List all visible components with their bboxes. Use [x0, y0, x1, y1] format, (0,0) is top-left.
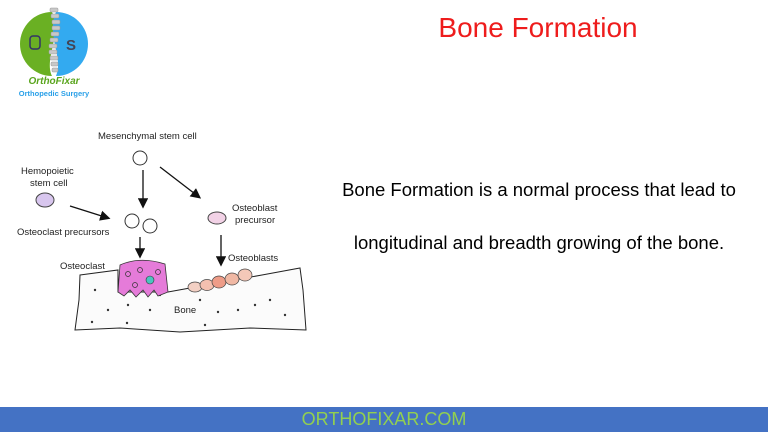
hemopoietic-cell: [35, 192, 55, 208]
footer-bar: ORTHOFIXAR.COM: [0, 407, 768, 432]
label-osteoclast-precursors: Osteoclast precursors: [17, 227, 110, 238]
label-osteoclast: Osteoclast: [60, 261, 105, 272]
logo-subtitle: Orthopedic Surgery: [18, 89, 90, 98]
logo-name: OrthoFixar: [28, 76, 80, 87]
osteoblast-precursor-cell: [207, 211, 227, 225]
label-osteoblast-precursor-1: Osteoblast: [232, 203, 278, 214]
body-text: Bone Formation is a normal process that …: [342, 179, 736, 253]
mesenchymal-cell: [132, 150, 148, 166]
label-mesenchymal: Mesenchymal stem cell: [98, 131, 197, 142]
label-osteoblasts: Osteoblasts: [228, 253, 278, 264]
label-hemopoietic-1: Hemopoietic: [21, 166, 74, 177]
spine-logo-icon: S: [20, 7, 88, 76]
footer-link[interactable]: ORTHOFIXAR.COM: [301, 409, 467, 429]
svg-text:S: S: [66, 37, 76, 54]
bone-formation-diagram: Mesenchymal stem cell Hemopoietic stem c…: [17, 131, 307, 333]
bone-shape: [74, 267, 307, 333]
label-bone: Bone: [174, 305, 196, 316]
osteoclast-cell: [117, 259, 169, 298]
label-hemopoietic-2: stem cell: [30, 178, 67, 189]
label-osteoblast-precursor-2: precursor: [235, 215, 275, 226]
osteoblast-cells: [187, 268, 253, 293]
slide-title: Bone Formation: [438, 12, 638, 43]
